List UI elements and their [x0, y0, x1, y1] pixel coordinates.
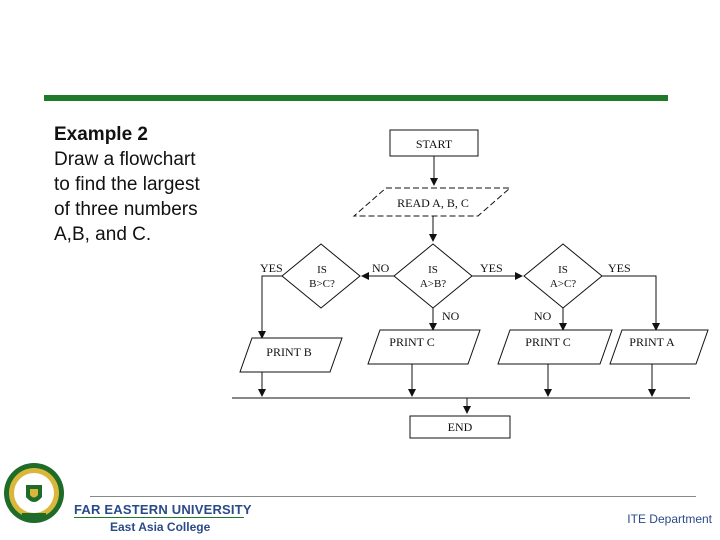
footer-divider — [90, 496, 696, 497]
college-name: East Asia College — [110, 520, 211, 534]
end-label: END — [448, 420, 473, 434]
arrow-bc-yes — [258, 275, 282, 339]
department-name: ITE Department — [627, 512, 712, 526]
decision-b-gt-c-is: IS — [317, 264, 327, 276]
end-terminal — [409, 415, 511, 439]
print-b-output — [239, 337, 343, 373]
label-no-ac: NO — [534, 309, 552, 323]
decision-a-gt-b-is: IS — [428, 264, 438, 276]
decision-a-gt-b-cond: A>B? — [420, 278, 446, 290]
university-name: FAR EASTERN UNIVERSITY — [74, 502, 252, 517]
decision-b-gt-c — [281, 243, 361, 309]
decision-a-gt-c-is: IS — [558, 264, 568, 276]
print-a-label: PRINT A — [629, 335, 675, 349]
university-underline — [74, 517, 244, 518]
start-label: START — [416, 137, 453, 151]
arrow-ac-yes — [602, 275, 660, 331]
label-yes-ac: YES — [608, 261, 631, 275]
print-c-right-output — [497, 329, 613, 365]
university-seal-icon — [4, 463, 64, 523]
decision-a-gt-b — [393, 243, 473, 309]
print-c-left-output — [367, 329, 481, 365]
example-line-4: A,B, and C. — [54, 224, 152, 245]
label-no-bc: NO — [372, 261, 390, 275]
label-no-ab: NO — [442, 309, 460, 323]
read-input — [352, 187, 512, 217]
label-yes-bc: YES — [260, 261, 283, 275]
print-c-left-label: PRINT C — [389, 335, 434, 349]
title-divider — [44, 95, 668, 101]
read-label: READ A, B, C — [397, 196, 469, 210]
decision-a-gt-c-cond: A>C? — [550, 278, 576, 290]
decision-a-gt-c — [523, 243, 603, 309]
print-a-output — [609, 329, 709, 365]
print-b-label: PRINT B — [266, 345, 311, 359]
example-line-3: of three numbers — [54, 199, 198, 220]
example-description: Example 2 Draw a flowchart to find the l… — [54, 122, 226, 247]
example-title: Example 2 — [54, 124, 148, 145]
example-line-1: Draw a flowchart — [54, 149, 196, 170]
label-yes-ab: YES — [480, 261, 503, 275]
example-line-2: to find the largest — [54, 174, 200, 195]
decision-b-gt-c-cond: B>C? — [309, 278, 335, 290]
print-c-right-label: PRINT C — [525, 335, 570, 349]
